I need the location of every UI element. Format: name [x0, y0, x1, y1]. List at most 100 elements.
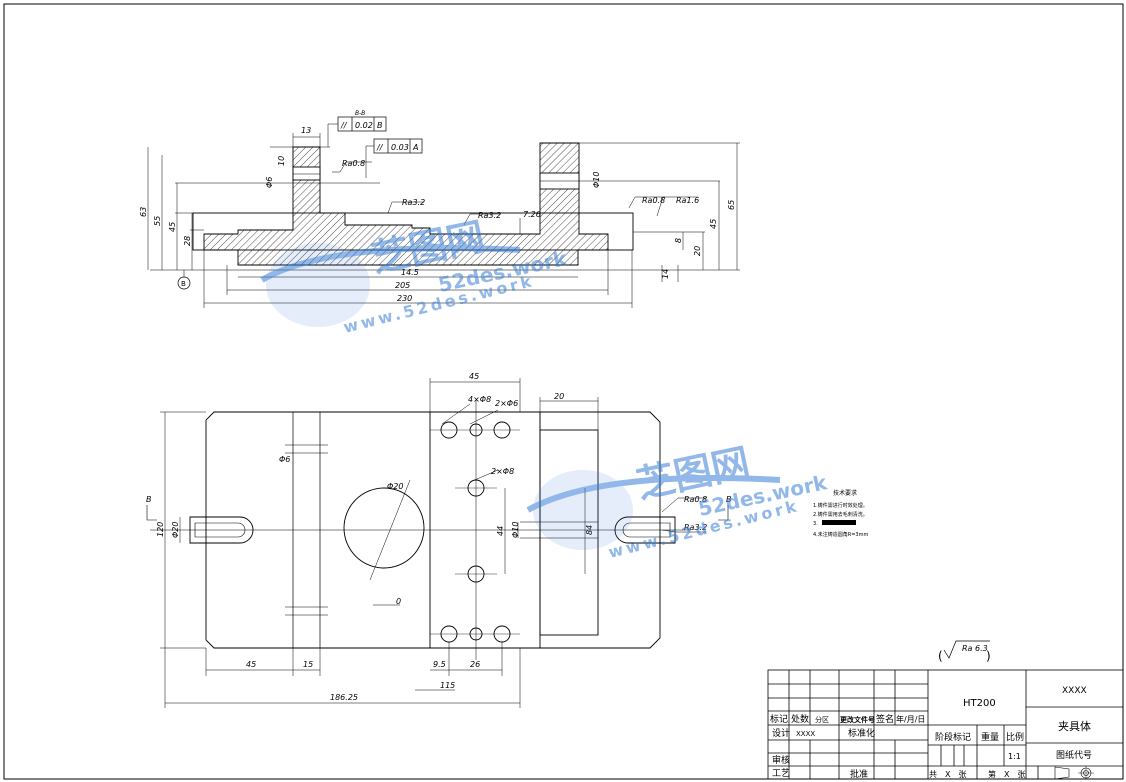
- dim-45-right: 45: [709, 219, 718, 229]
- tb-header-count: 处数: [791, 713, 809, 725]
- technical-requirements: 技术要求 1.铸件需进行时效处理。 2.铸件需用去毛刺清洗。 3. 4.未注铸造…: [813, 489, 868, 538]
- top-dim-18625: 186.25: [330, 693, 358, 702]
- front-section-view: [147, 116, 740, 308]
- datum-letter: B: [181, 280, 186, 288]
- tech-req-item-3: 3.: [813, 521, 818, 527]
- tb-stage-label: 阶段标记: [935, 731, 971, 743]
- dim-63: 63: [139, 207, 148, 217]
- tech-req-item-2: 2.铸件需用去毛刺清洗。: [813, 511, 868, 518]
- slot-left-inner: [194, 522, 246, 538]
- tb-part-name: 夹具体: [1058, 719, 1091, 733]
- top-dim-26: 26: [470, 660, 480, 669]
- tb-sheet-no: 第 X 张: [988, 769, 1025, 779]
- roughness-ra16: Ra1.6: [676, 196, 699, 205]
- dim-55: 55: [153, 216, 162, 226]
- top-dim-20: 20: [554, 392, 564, 401]
- tech-req-item-4: 4.未注铸造圆角R=3mm: [813, 531, 868, 538]
- tb-header-zone: 分区: [815, 715, 829, 724]
- top-dim-0: 0: [396, 597, 401, 606]
- top-view: [146, 378, 729, 708]
- dim-phi6: Φ6: [265, 177, 274, 188]
- dim-20: 20: [693, 246, 702, 256]
- tb-company: XXXX: [1062, 686, 1087, 696]
- tech-req-title: 技术要求: [833, 489, 857, 497]
- slot-left: [189, 516, 254, 544]
- top-dim-phi10: Φ10: [511, 522, 520, 538]
- tb-ratio-label: 比例: [1006, 731, 1024, 743]
- tolerance-2-value: 0.03: [391, 143, 409, 152]
- top-dim-15: 15: [303, 660, 313, 669]
- top-view-outline: [205, 411, 661, 649]
- top-roughness-ra32: Ra3.2: [684, 523, 707, 532]
- slot-right-inner: [622, 522, 671, 538]
- top-dim-95: 9.5: [433, 660, 446, 669]
- top-dim-4x8: 4×Φ8: [468, 395, 491, 404]
- dim-28: 28: [183, 236, 192, 246]
- dim-205: 205: [395, 281, 410, 290]
- top-dim-120: 120: [156, 522, 165, 537]
- tolerance-1-label: B-B: [355, 110, 365, 117]
- dim-726: 7.26: [523, 210, 541, 219]
- title-block: [767, 669, 1124, 780]
- top-dim-phi6: Φ6: [279, 455, 290, 464]
- top-roughness-ra08: Ra0.8: [684, 495, 707, 504]
- dim-13: 13: [301, 126, 311, 135]
- tolerance-2-datum: A: [412, 143, 418, 152]
- top-dim-2x6: 2×Φ6: [495, 399, 518, 408]
- tolerance-1-datum: B: [377, 121, 383, 130]
- top-dim-44: 44: [496, 526, 505, 536]
- roughness-ra08-1: Ra0.8: [342, 159, 365, 168]
- top-dim-phi20-slot: Φ20: [171, 522, 180, 538]
- tb-header-sign: 签名: [876, 713, 894, 725]
- tb-header-date: 年/月/日: [896, 714, 925, 724]
- tech-req-item-1: 1.铸件需进行时效处理。: [813, 502, 868, 509]
- tb-material: HT200: [963, 698, 996, 709]
- tb-sheets-total: 共 X 张: [929, 770, 966, 779]
- top-dim-45: 45: [469, 372, 479, 381]
- top-dim-2x8: 2×Φ8: [491, 467, 514, 476]
- watermark-2: 芝图网 52des.work www.52des.work: [526, 440, 829, 562]
- tolerance-1-symbol: //: [340, 121, 348, 130]
- general-roughness-value: Ra 6.3: [962, 644, 988, 653]
- top-dim-115: 115: [440, 681, 455, 690]
- tb-design-label: 设计: [772, 727, 790, 739]
- tb-header-file: 更改文件号: [840, 715, 875, 724]
- dim-phi10: Φ10: [592, 172, 601, 188]
- top-dim-phi20-hole: Φ20: [387, 482, 403, 491]
- tb-scale: 1:1: [1008, 752, 1021, 761]
- dim-45-left: 45: [168, 222, 177, 232]
- tb-weight-label: 重量: [981, 731, 999, 743]
- front-slot-left: [292, 166, 321, 181]
- svg-text:): ): [986, 649, 991, 663]
- center-hole: [343, 487, 425, 569]
- roughness-ra32-1: Ra3.2: [402, 198, 425, 207]
- dim-230: 230: [397, 294, 412, 303]
- top-view-labels: 45 20 4×Φ8 2×Φ6 Φ6 Φ20 2×Φ8 120 Φ20 44 Φ…: [146, 372, 732, 702]
- svg-text:(: (: [938, 649, 943, 663]
- section-mark-left: B: [146, 495, 152, 504]
- dim-145: 14.5: [401, 268, 419, 277]
- tb-header-mark: 标记: [770, 713, 788, 725]
- top-dim-45-bottom: 45: [246, 660, 256, 669]
- tb-process-label: 工艺: [772, 768, 790, 779]
- top-view-right-block: [539, 429, 599, 636]
- dim-14: 14: [661, 269, 670, 279]
- tolerance-2-symbol: //: [376, 143, 384, 152]
- title-block-text: 标记 处数 分区 更改文件号 签名 年/月/日 设计 XXXX 标准化 审核 工…: [770, 686, 1092, 780]
- tb-design-name: XXXX: [796, 730, 815, 738]
- dim-65: 65: [727, 200, 736, 210]
- slot-right: [614, 516, 676, 544]
- sheet-border: [3, 3, 1124, 780]
- tb-standard-label: 标准化: [848, 727, 875, 739]
- dim-8: 8: [674, 238, 683, 243]
- tb-review-label: 审核: [772, 754, 790, 766]
- tech-req-redaction: [822, 520, 856, 525]
- section-mark-right: B: [726, 495, 732, 504]
- tb-approve-label: 批准: [850, 768, 868, 780]
- tb-drawing-no: 图纸代号: [1056, 749, 1092, 761]
- general-roughness: ( Ra 6.3 ): [938, 640, 991, 663]
- roughness-ra32-2: Ra3.2: [478, 211, 501, 220]
- front-view-labels: 13 10 Φ6 63 55 45 28 7.26 Φ10 20 8 45 65…: [139, 110, 736, 303]
- dim-10: 10: [277, 156, 286, 166]
